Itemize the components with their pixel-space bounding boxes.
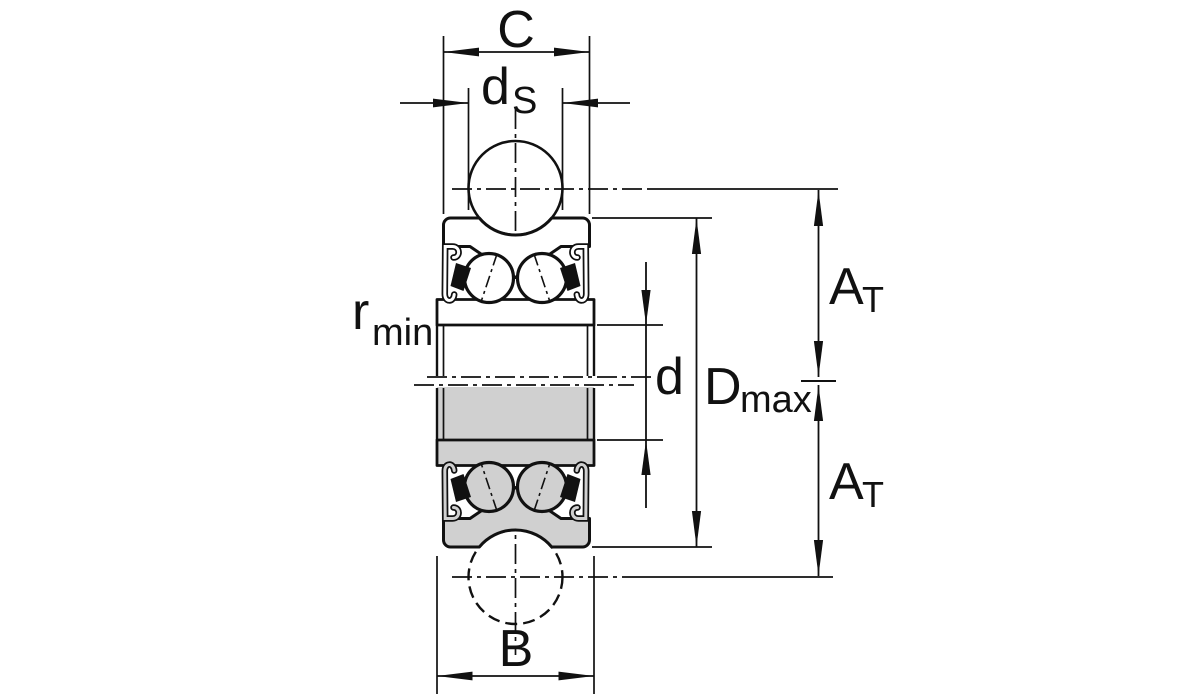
arrowhead-bottom <box>813 341 824 377</box>
label-inner-ring-width-B: B <box>499 620 534 678</box>
bearing-upper-half <box>435 216 596 376</box>
seal-rubber-lip <box>560 474 581 502</box>
outer-ring-upper-base <box>443 218 590 278</box>
inner-ring-lower-base <box>437 440 594 466</box>
dimension-bore-diameter-d: d <box>597 262 684 508</box>
dimension-axial-AT-top: A T <box>801 190 884 382</box>
label-outer-ring-width-C: C <box>497 1 535 59</box>
label-chamfer-rmin: r min <box>352 283 433 354</box>
inner-ring-lower-section <box>435 438 596 467</box>
dimension-axial-AT-bottom: A T <box>813 385 884 576</box>
ball-axis-lower-left <box>480 462 498 512</box>
arrowhead-top <box>813 190 824 226</box>
seal-lower-right <box>560 461 590 522</box>
arrowhead-top <box>641 290 651 325</box>
ball-axis-upper-right <box>533 253 551 303</box>
arrowhead-top <box>691 218 702 254</box>
seal-lower-left <box>441 461 471 522</box>
ball-axis-upper-left <box>480 253 498 303</box>
dimension-shaft-diameter-dS: d S <box>400 58 630 210</box>
label-outside-diameter-D: D <box>704 358 742 416</box>
arrowhead-bottom <box>641 440 651 475</box>
arrowhead-left <box>433 98 469 108</box>
arrowhead-bottom <box>813 540 824 576</box>
bearing-lower-half <box>435 438 596 549</box>
arrowhead-right <box>562 98 598 108</box>
seal-rubber-lip <box>450 263 471 291</box>
seal-rubber-lip <box>450 474 471 502</box>
seal-rubber-lip <box>560 263 581 291</box>
seal-shield-core <box>570 463 588 520</box>
dimension-outer-ring-width-C: C <box>442 1 591 214</box>
track-shaft-top <box>452 109 838 252</box>
dimension-inner-ring-width-B: B <box>436 556 595 694</box>
dimension-outside-diameter-Dmax: D max <box>592 217 812 548</box>
inner-ring-upper-section <box>435 298 596 327</box>
label-axial-offset-A-bottom: A <box>829 453 864 511</box>
bore-cylinder-shade <box>437 387 594 440</box>
label-min: min <box>372 312 433 354</box>
bore-cylinder-lower <box>435 387 596 440</box>
seal-upper-right <box>560 243 590 304</box>
outer-ring-lower-section <box>442 486 591 549</box>
label-bore-diameter-d: d <box>655 348 684 406</box>
arrowhead-bottom <box>691 511 702 547</box>
arrowhead-right <box>558 671 594 681</box>
ball-axis-lower-right <box>533 462 551 512</box>
label-outside-diameter-sub-max: max <box>740 379 812 421</box>
label-axial-offset-sub-T-top: T <box>862 279 884 320</box>
seal-shield-core <box>570 245 588 302</box>
arrowhead-top <box>813 385 824 421</box>
arrowhead-left <box>443 47 479 57</box>
label-axial-offset-sub-T-bottom: T <box>862 474 884 515</box>
seal-shield-core <box>443 245 461 302</box>
seal-shield-core <box>443 463 461 520</box>
seal-upper-left <box>441 243 471 304</box>
outer-ring-upper-section <box>442 216 591 279</box>
inner-ring-upper-base <box>437 299 594 325</box>
arrowhead-left <box>437 671 473 681</box>
arrowhead-right <box>554 47 590 57</box>
label-shaft-diameter-d: d <box>481 58 510 116</box>
outer-ring-lower-base <box>443 487 590 547</box>
label-r: r <box>352 283 369 341</box>
label-shaft-diameter-sub-S: S <box>512 80 537 122</box>
label-axial-offset-A-top: A <box>829 258 864 316</box>
